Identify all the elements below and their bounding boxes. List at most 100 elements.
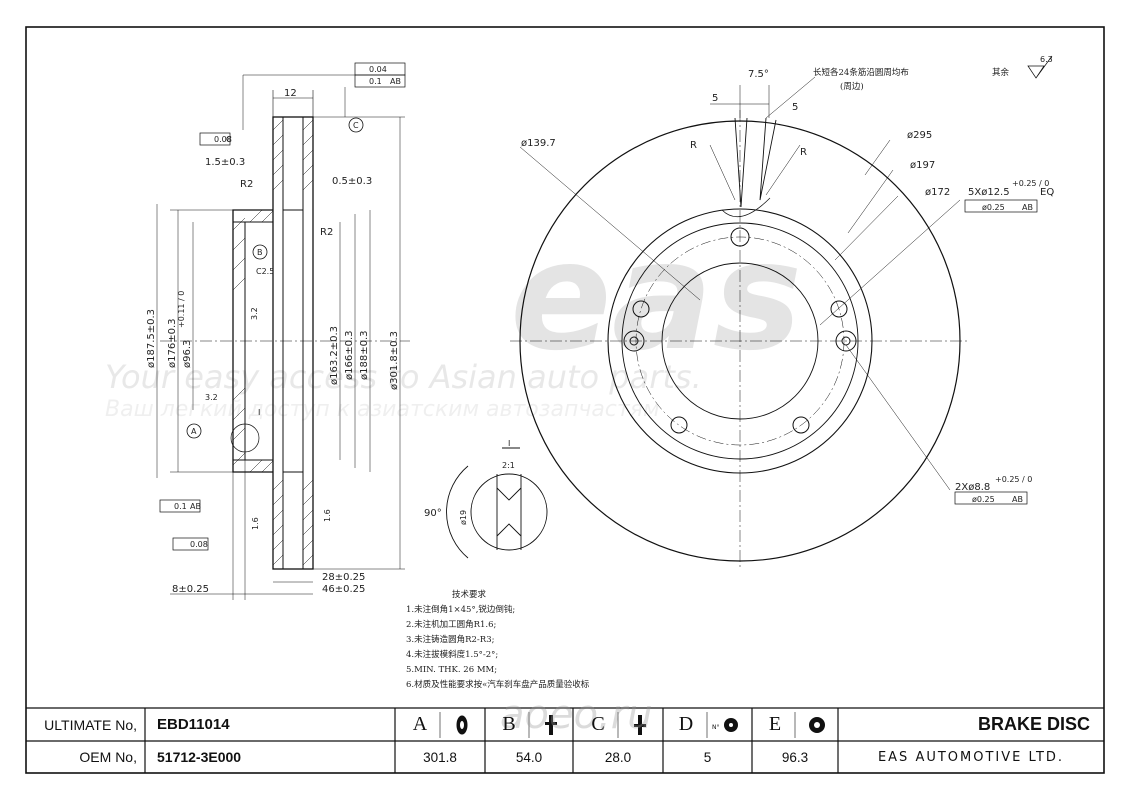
surface-note-value: 6.3 [1040,55,1053,64]
dim-d166: ø166±0.3 [344,331,355,381]
param-d-letter: D [678,713,694,735]
ultimate-label: ULTIMATE No, [44,716,137,733]
dim-holes5: 5Xø12.5 [968,187,1010,198]
param-e-letter: E [768,713,782,735]
detail-scale: 2:1 [502,461,515,470]
front-labels: 7.5° 5 5 R R ø139.7 ø295 ø197 ø172 5Xø12… [521,55,1054,504]
rib-note: 长短各24条筋沿圆周均布 [813,67,909,78]
datum-b: B [257,248,263,257]
dim-r-b: R [800,147,807,158]
product-title: BRAKE DISC [977,714,1090,734]
dim-holes2-tol: +0.25 / 0 [995,475,1032,484]
dim-d187: ø187.5±0.3 [146,309,157,368]
rib-note-2: (周边) [840,81,864,92]
front-view [510,76,1038,570]
rough-a: 3.2 [250,307,259,320]
dim-d963: ø96.3 [182,340,193,368]
dim-holes5-eq: EQ [1040,187,1054,198]
parallel-ref: C [226,135,232,144]
datum-c: C [353,121,359,130]
dim-r-a: R [690,140,697,151]
dim-pcd: ø139.7 [521,138,556,149]
runout2-ref: AB [190,502,201,511]
rough-c: 1.6 [251,517,260,530]
runout-tol: 0.1 [369,77,382,86]
rough-b: 3.2 [205,393,218,402]
dim-pos-tol2: ø0.25 [972,495,995,504]
tech-note-1: 1.未注倒角1×45°,锐边倒钝; [406,604,515,615]
param-icons: N° [456,715,825,735]
dim-pos-ref: AB [1022,203,1033,212]
disc-diameter-icon [456,715,468,735]
roughness-icon [1027,55,1053,79]
dim-rib-5b: 5 [792,102,798,113]
bolt-holes-icon: N° [712,718,738,732]
watermark-tagline-ru: Ваш легкий доступ к азиатским автозапчас… [105,397,660,422]
tech-note-6: 6.材质及性能要求按«汽车刹车盘产品质量验收标 [406,679,590,690]
oem-value: 51712-3E000 [157,749,242,765]
detail-d19: ø19 [459,510,468,525]
dim-r2-a: R2 [240,179,253,190]
outer-frame [25,26,1105,774]
oem-label: OEM No, [79,749,137,765]
dim-d188: ø188±0.3 [359,331,370,381]
section-view [156,62,410,600]
surface-note-label: 其余 [992,67,1010,78]
dim-w8: 8±0.25 [172,584,209,595]
section-labels: 12 0.04 0.1 AB C 0.08 C 1.5±0.3 R2 R2 0.… [146,65,401,595]
param-a-value: 301.8 [423,749,457,765]
tech-notes: 技术要求 1.未注倒角1×45°,锐边倒钝; 2.未注机加工圆角R1.6; 3.… [406,589,590,690]
dim-d197: ø197 [910,160,935,171]
company-name: EAS AUTOMOTIVE LTD. [877,749,1065,765]
dim-w46: 46±0.25 [322,584,365,595]
watermark-tagline: Your easy access to Asian auto parts. [105,358,702,396]
param-d-value: 5 [703,749,712,765]
dim-r2-b: R2 [320,227,333,238]
dim-d163: ø163.2±0.3 [329,326,340,385]
svg-text:N°: N° [712,724,720,731]
datum-a: A [191,427,197,436]
rough-d: 1.6 [323,509,332,522]
param-c-letter: C [591,713,605,735]
flat2-tol: 0.08 [190,540,208,549]
tech-note-5: 5.MIN. THK. 26 MM; [406,665,497,675]
tech-note-3: 3.未注铸造圆角R2-R3; [406,634,494,645]
disc-thickness-icon [634,715,646,735]
overlay-logo: aoeo.ru [500,692,653,738]
dim-d172: ø172 [925,187,950,198]
dim-c25: C2.5 [256,267,274,276]
dim-rib-5a: 5 [712,93,718,104]
param-b-value: 54.0 [515,749,543,765]
param-a-letter: A [412,713,428,735]
dim-top-width: 12 [284,88,297,99]
dim-angle: 7.5° [748,69,769,80]
runout-ref: AB [390,77,401,86]
watermark: eas Your easy access to Asian auto parts… [105,210,802,422]
detail-label: I [508,439,510,448]
detail-view: I 2:1 90° ø19 [424,439,548,559]
center-bore-icon [809,717,825,733]
runout2-tol: 0.1 [174,502,187,511]
dim-w28: 28±0.25 [322,572,365,583]
dim-holes5-tol: +0.25 / 0 [1012,179,1049,188]
dim-chamfer: 1.5±0.3 [205,157,245,168]
param-e-value: 96.3 [781,749,809,765]
flatness-tol: 0.04 [369,65,387,74]
disc-height-icon [545,715,557,735]
tech-notes-title: 技术要求 [452,589,487,600]
parallel-tol: 0.08 [214,135,232,144]
dim-holes2: 2Xø8.8 [955,482,990,493]
dim-d295: ø295 [907,130,932,141]
dim-gap: 0.5±0.3 [332,176,372,187]
tech-note-4: 4.未注拔模斜度1.5°-2°; [406,649,498,660]
tech-note-2: 2.未注机加工圆角R1.6; [406,619,496,630]
dim-d963-tol: +0.11 / 0 [177,291,186,328]
detail-mark: I [258,408,260,417]
ultimate-value: EBD11014 [157,716,230,733]
param-b-letter: B [502,713,516,735]
dim-pos-tol: ø0.25 [982,203,1005,212]
dim-pos-ref2: AB [1012,495,1023,504]
title-block-grid [26,707,1104,773]
